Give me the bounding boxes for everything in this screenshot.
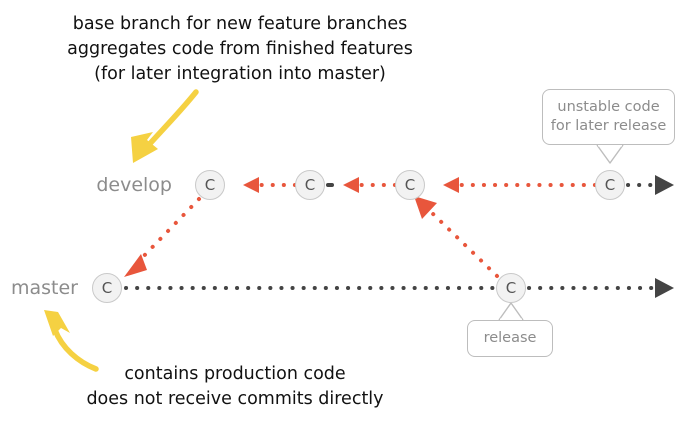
callout-unstable-tail: [596, 143, 624, 164]
merge-master-to-develop: [414, 196, 499, 278]
callout-unstable-tail-shape: [596, 144, 624, 164]
develop-annotation-line-3: (for later integration into master): [94, 64, 386, 84]
branch-label-develop: develop: [96, 174, 172, 196]
merge-develop-to-master: [124, 197, 201, 277]
develop-annotation-text: base branch for new feature branches agg…: [0, 12, 480, 87]
develop-commit-1[interactable]: C: [195, 170, 225, 200]
annotation-arrow-master-head: [44, 310, 70, 336]
callout-release-line-1: release: [483, 330, 537, 346]
callout-unstable-line-1: unstable code: [557, 99, 660, 115]
annotation-arrow-master: [44, 310, 99, 372]
callout-release: release: [467, 320, 553, 357]
develop-commit-3[interactable]: C: [395, 170, 425, 200]
develop-branch-line: [241, 175, 674, 195]
merge-arrowhead-down-left: [124, 254, 147, 277]
master-branch-line: [124, 278, 674, 298]
develop-annotation-line-1: base branch for new feature branches: [72, 14, 408, 34]
branch-label-master: master: [10, 277, 78, 299]
develop-arrowhead-3: [443, 177, 459, 193]
develop-commit-2[interactable]: C: [295, 170, 325, 200]
master-commit-1[interactable]: C: [92, 273, 122, 303]
callout-unstable-code: unstable code for later release: [542, 89, 675, 145]
master-annotation-line-1: contains production code: [124, 364, 346, 384]
master-annotation-line-2: does not receive commits directly: [86, 389, 384, 409]
callout-release-tail: [498, 302, 524, 322]
develop-arrowhead-2: [343, 177, 359, 193]
develop-arrowhead-1: [243, 177, 259, 193]
annotation-arrow-master-shaft: [52, 327, 99, 372]
develop-annotation-line-2: aggregates code from finished features: [67, 39, 413, 59]
merge-line-up-left: [428, 209, 499, 278]
develop-head-arrow-icon: [655, 175, 674, 195]
callout-unstable-line-2: for later release: [550, 118, 667, 134]
merge-arrowhead-up-left: [414, 196, 437, 219]
annotation-arrow-develop-shaft: [143, 89, 199, 151]
master-annotation-text: contains production code does not receiv…: [10, 362, 460, 412]
develop-commit-4[interactable]: C: [595, 170, 625, 200]
master-commit-2[interactable]: C: [496, 273, 526, 303]
annotation-arrow-develop: [131, 89, 199, 163]
callout-release-tail-shape: [498, 302, 524, 321]
master-head-arrow-icon: [655, 278, 674, 298]
annotation-arrow-develop-head: [131, 132, 158, 163]
merge-line-down-left: [136, 197, 201, 264]
